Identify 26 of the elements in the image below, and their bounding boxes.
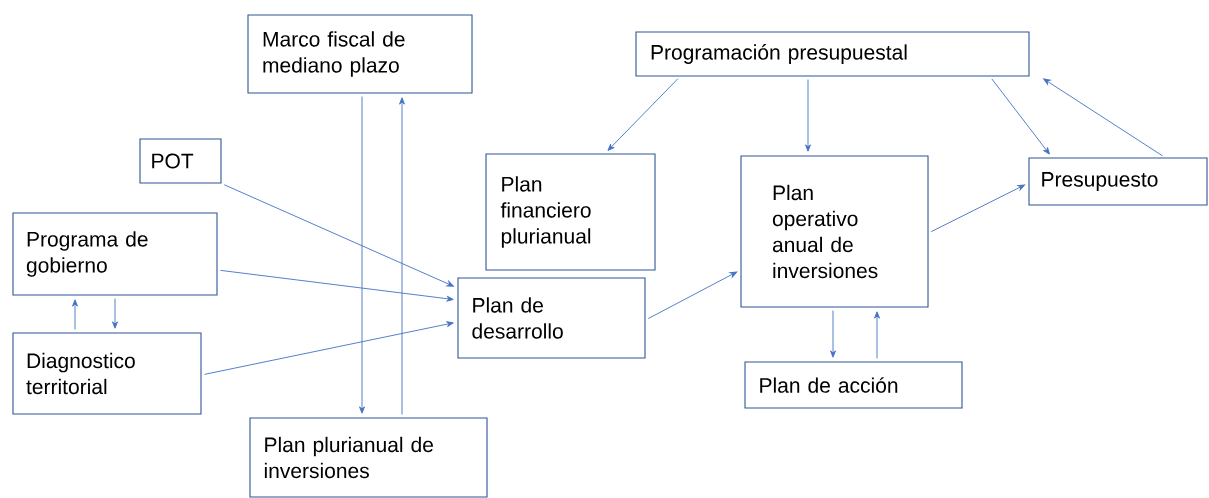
arrow: [874, 311, 880, 359]
arrow: [359, 96, 365, 414]
arrow: [830, 310, 836, 358]
arrow: [112, 298, 118, 329]
process-box: Plan plurianual de inversiones: [249, 417, 488, 498]
arrow: [805, 79, 811, 152]
process-box: Presupuesto: [1028, 157, 1208, 206]
process-box: POT: [139, 138, 222, 184]
process-box: Plan de acción: [744, 361, 963, 409]
process-box: Programa de gobierno: [12, 212, 218, 296]
arrow: [204, 321, 454, 375]
arrow: [991, 78, 1050, 155]
arrow: [399, 97, 405, 415]
arrow: [607, 78, 679, 151]
arrow: [1043, 78, 1163, 157]
process-box: Programación presupuestal: [635, 31, 1030, 77]
arrow: [223, 184, 455, 287]
arrow: [647, 271, 738, 320]
process-box: Plan de desarrollo: [457, 277, 646, 359]
arrow: [220, 269, 454, 302]
process-box: Marco fiscal de mediano plazo: [247, 14, 473, 94]
process-box: Diagnostico territorial: [12, 332, 202, 415]
arrow: [72, 299, 78, 330]
process-box: Plan financiero plurianual: [485, 153, 656, 271]
arrow: [930, 184, 1026, 233]
process-box: Plan operativo anual de inversiones: [740, 155, 929, 308]
